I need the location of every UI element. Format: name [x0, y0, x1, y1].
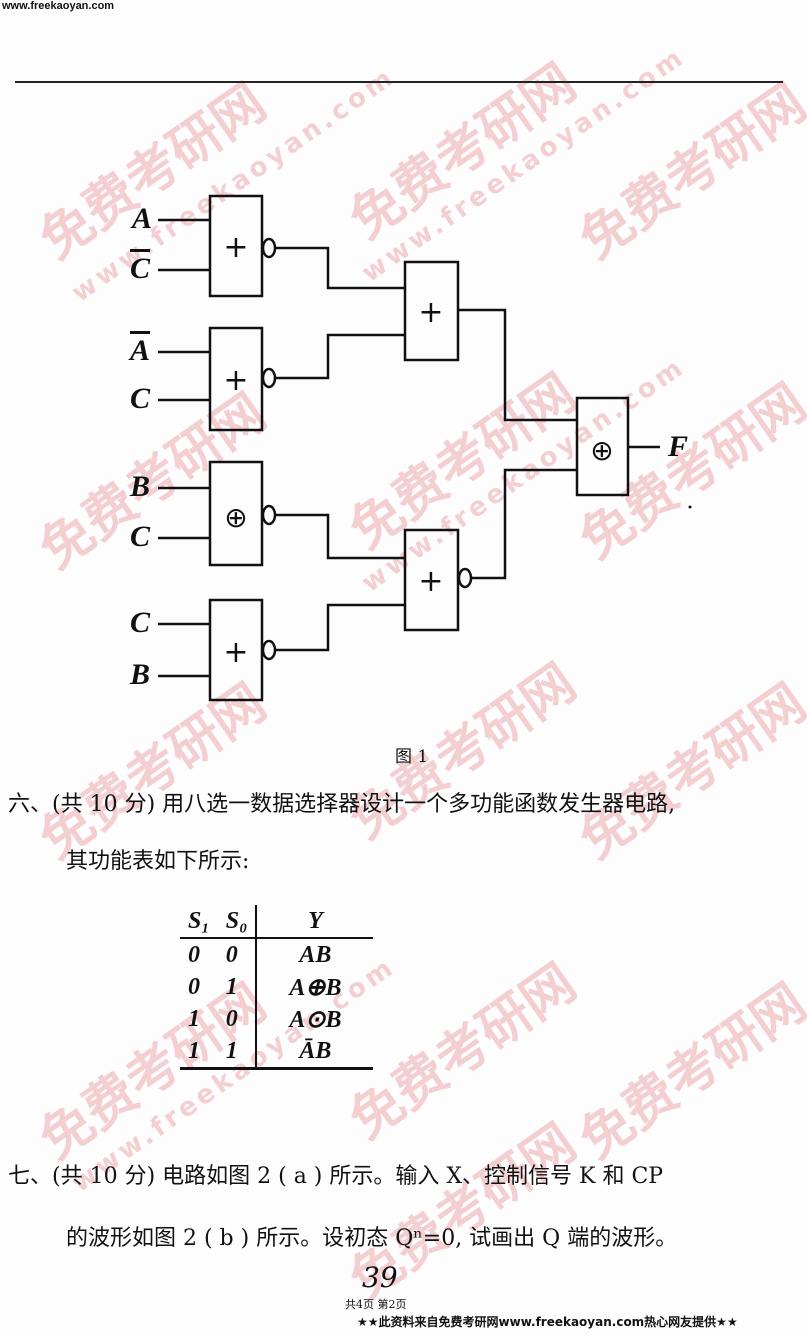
- cell: 0: [188, 973, 200, 1000]
- cell: 1: [188, 1005, 200, 1032]
- figure-caption: 图 1: [395, 747, 429, 767]
- question-6-text: 其功能表如下所示:: [66, 849, 250, 874]
- inverter-bubble: [261, 504, 277, 526]
- input-label: C: [130, 606, 151, 639]
- cell: ĀB: [255, 1035, 374, 1070]
- input-label: C: [130, 520, 151, 553]
- cell: 0: [188, 941, 200, 968]
- page-info: 共4页 第2页: [345, 1298, 407, 1311]
- input-wires: [158, 218, 210, 678]
- cell: 1: [225, 973, 238, 1000]
- header-y: Y: [255, 905, 374, 939]
- input-label: C: [130, 252, 151, 285]
- input-label: A: [132, 202, 153, 235]
- header-s1: S₁: [180, 905, 218, 939]
- inverter-bubble: [261, 237, 277, 259]
- question-7-text: 的波形如图 2 ( b ) 所示。设初态 Qⁿ=0, 试画出 Q 端的波形。: [66, 1226, 678, 1251]
- svg-text:+: +: [223, 363, 248, 398]
- cell: AB: [255, 938, 374, 971]
- question-7-text: 七、(共 10 分) 电路如图 2 ( a ) 所示。输入 X、控制信号 K 和…: [8, 1164, 664, 1189]
- svg-text:+: +: [223, 635, 248, 670]
- svg-text:+: +: [418, 295, 443, 330]
- input-label: B: [130, 658, 151, 691]
- header-s0: S₀: [217, 905, 257, 939]
- cell: A⊕B: [255, 971, 374, 1003]
- output-label: F: [668, 430, 689, 463]
- question-6-text: 六、(共 10 分) 用八选一数据选择器设计一个多功能函数发生器电路,: [8, 792, 676, 817]
- cell: 0: [225, 941, 238, 968]
- connection-wires: [275, 246, 660, 652]
- input-label: C: [130, 382, 151, 415]
- cell: 0: [225, 1005, 238, 1032]
- cell: 1: [217, 1035, 257, 1070]
- inverter-bubble: [261, 367, 277, 389]
- cell: A⊙B: [255, 1003, 374, 1035]
- inverter-bubble: [261, 639, 277, 661]
- input-label: B: [130, 470, 151, 503]
- cell: 1: [180, 1035, 218, 1070]
- header-rule: [15, 81, 783, 83]
- handwritten-page-number: 39: [362, 1261, 398, 1294]
- input-label: A: [130, 334, 151, 367]
- svg-text:+: +: [223, 230, 248, 265]
- svg-text:⊕: ⊕: [590, 434, 613, 467]
- svg-text:+: +: [418, 564, 443, 599]
- logic-circuit: + + + + + ⊕ ⊕: [158, 194, 692, 702]
- watermark: 免费考研网: [569, 972, 807, 1172]
- svg-text:⊕: ⊕: [224, 501, 247, 534]
- inverter-bubble: [457, 567, 473, 589]
- source-banner: ★★此资料来自免费考研网www.freekaoyan.com热心网友提供★★: [357, 1315, 738, 1329]
- site-url[interactable]: www.freekaoyan.com: [2, 0, 115, 12]
